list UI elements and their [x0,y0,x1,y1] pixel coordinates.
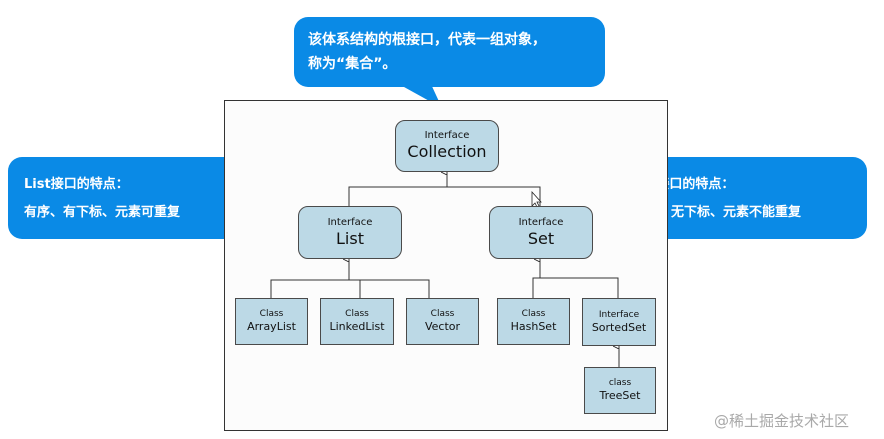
node-treeset-kind: class [608,378,632,388]
node-list-kind: Interface [327,216,373,228]
top-callout-line1: 该体系结构的根接口，代表一组对象， [308,32,546,48]
node-linkedlist-name: LinkedList [329,320,385,333]
connector-list-classes [270,279,430,298]
node-arraylist-name: ArrayList [247,320,296,333]
node-sortedset-kind: Interface [598,309,640,320]
node-treeset: class TreeSet [584,367,656,414]
connector-list-set [348,186,541,206]
node-set-name: Set [527,228,555,248]
node-collection-kind: Interface [424,130,470,141]
left-callout-line2: 有序、有下标、元素可重复 [24,205,181,220]
node-hashset-kind: Class [521,309,546,319]
node-treeset-name: TreeSet [599,389,641,402]
node-set: Interface Set [489,206,593,259]
top-callout-line2: 称为“集合”。 [308,56,397,72]
node-arraylist-kind: Class [259,309,284,319]
node-sortedset: Interface SortedSet [582,298,656,346]
node-linkedlist: Class LinkedList [320,298,394,345]
connector-set-classes [532,277,619,298]
node-vector: Class Vector [406,298,479,345]
node-vector-kind: Class [430,309,455,319]
node-list-name: List [336,228,364,248]
node-vector-name: Vector [424,320,461,333]
top-callout: 该体系结构的根接口，代表一组对象， 称为“集合”。 [294,17,605,87]
node-arraylist: Class ArrayList [235,298,308,345]
node-linkedlist-kind: Class [345,309,369,319]
left-callout-line1: List接口的特点： [24,177,129,192]
watermark: @稀土掘金技术社区 [714,412,850,430]
left-callout: List接口的特点： 有序、有下标、元素可重复 [8,157,258,239]
node-hashset-name: HashSet [510,320,557,333]
node-collection: Interface Collection [395,120,499,172]
node-hashset: Class HashSet [497,298,570,345]
node-collection-name: Collection [407,142,487,161]
node-set-kind: Interface [518,216,564,228]
node-list: Interface List [298,206,402,259]
right-callout-line2: 无序、无下标、元素不能重复 [632,205,802,220]
node-sortedset-name: SortedSet [591,320,647,334]
